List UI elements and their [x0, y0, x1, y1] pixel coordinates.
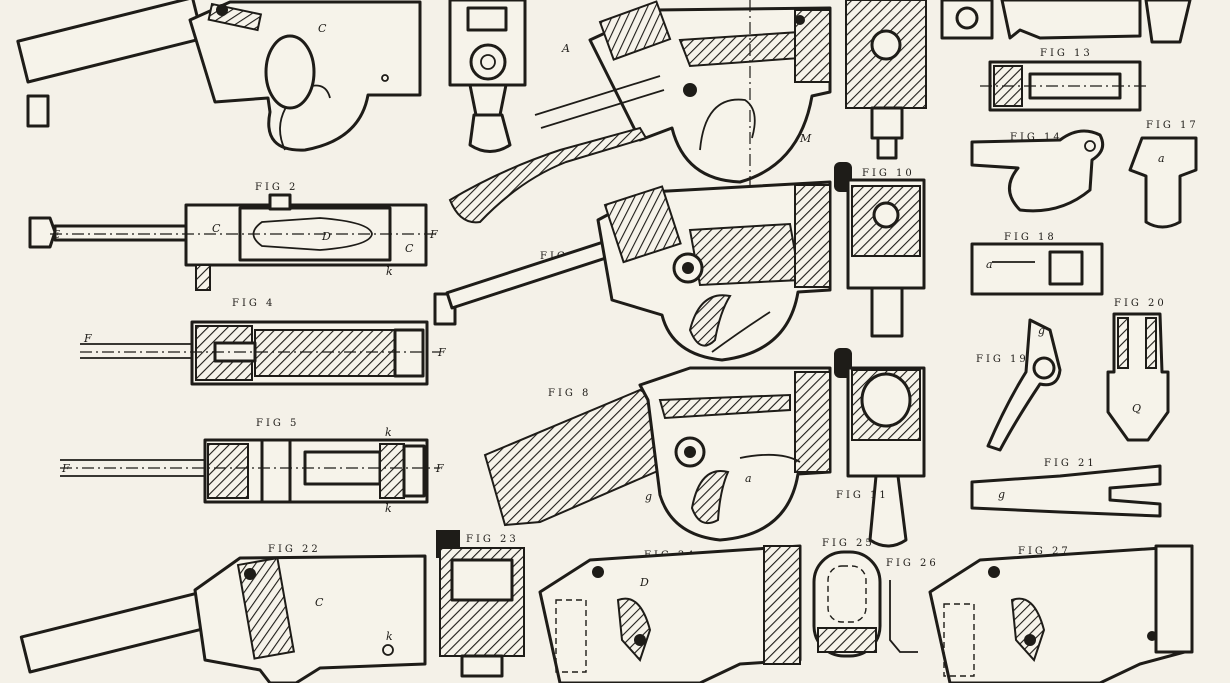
figure-22: FIG 22 C k: [19, 544, 427, 683]
figure-title: FIG 27: [1018, 546, 1071, 557]
figure-title: FIG 11: [836, 490, 889, 501]
figure-14: FIG 14: [970, 129, 1105, 213]
figure-title: FIG 5: [256, 418, 299, 429]
part-label: C: [315, 596, 324, 609]
part-label: D: [321, 230, 331, 243]
figure-17: FIG 17 a: [1128, 120, 1199, 229]
figure-12: [940, 0, 1192, 44]
part-label: Q: [1132, 402, 1141, 415]
part-label: F: [61, 462, 70, 475]
part-label: a: [1158, 152, 1165, 165]
figure-7: FIG 7: [433, 180, 832, 362]
part-label: F: [437, 346, 446, 359]
part-label: C: [405, 242, 414, 255]
figure-2: FIG 2 E C D C F k: [28, 182, 440, 291]
part-label: k: [386, 265, 393, 278]
figure-8: FIG 8 g a: [483, 366, 832, 542]
figure-title: FIG 13: [1040, 48, 1093, 59]
part-label: F: [429, 228, 438, 241]
figure-title: FIG 8: [548, 388, 591, 399]
part-label: g: [1038, 324, 1045, 337]
figure-title: FIG 4: [232, 298, 275, 309]
figure-title: FIG 23: [466, 534, 519, 545]
figure-24: FIG 24 D: [538, 544, 802, 683]
part-label: k: [385, 426, 392, 439]
figure-title: FIG 14: [1010, 132, 1063, 143]
figure-title: FIG 22: [268, 544, 321, 555]
figure-20: FIG 20 Q: [1106, 298, 1170, 442]
part-label: C: [318, 22, 327, 35]
figure-title: FIG 25: [822, 538, 875, 549]
figure-title: FIG 19: [976, 354, 1029, 365]
part-label: k: [385, 502, 392, 515]
figure-27: FIG 27: [928, 544, 1194, 683]
figure-25: FIG 25: [812, 538, 882, 658]
figure-9: A M: [448, 0, 832, 224]
part-label: A: [561, 42, 570, 55]
part-label: E: [51, 228, 60, 241]
figure-title: FIG 26: [886, 558, 939, 569]
figure-3: [448, 0, 527, 153]
figure-19: FIG 19 g: [976, 318, 1062, 452]
part-label: F: [83, 332, 92, 345]
figure-4: FIG 4 F F: [80, 298, 446, 386]
part-label: k: [386, 630, 393, 643]
figure-18: FIG 18 a: [970, 232, 1104, 296]
figure-10: FIG 10: [834, 0, 927, 338]
figure-1: C: [16, 0, 422, 152]
part-label: D: [639, 576, 649, 589]
figure-title: FIG 20: [1114, 298, 1167, 309]
part-label: g: [998, 488, 1005, 501]
figure-title: FIG 10: [862, 168, 915, 179]
part-label: F: [435, 462, 444, 475]
part-label: a: [745, 472, 752, 485]
figure-title: FIG 21: [1044, 458, 1097, 469]
figure-title: FIG 2: [255, 182, 298, 193]
figure-26: FIG 26: [886, 558, 939, 653]
part-label: M: [799, 132, 812, 145]
figure-21: FIG 21 g: [970, 458, 1162, 518]
figure-13: FIG 13: [980, 48, 1150, 112]
figure-title: FIG 17: [1146, 120, 1199, 131]
part-label: g: [645, 490, 652, 503]
part-label: C: [212, 222, 221, 235]
part-label: a: [986, 258, 993, 271]
figure-11: FIG 11: [834, 348, 926, 548]
figure-5: FIG 5 F F k k: [60, 418, 444, 515]
figure-title: FIG 18: [1004, 232, 1057, 243]
figure-23: FIG 23: [436, 530, 525, 678]
